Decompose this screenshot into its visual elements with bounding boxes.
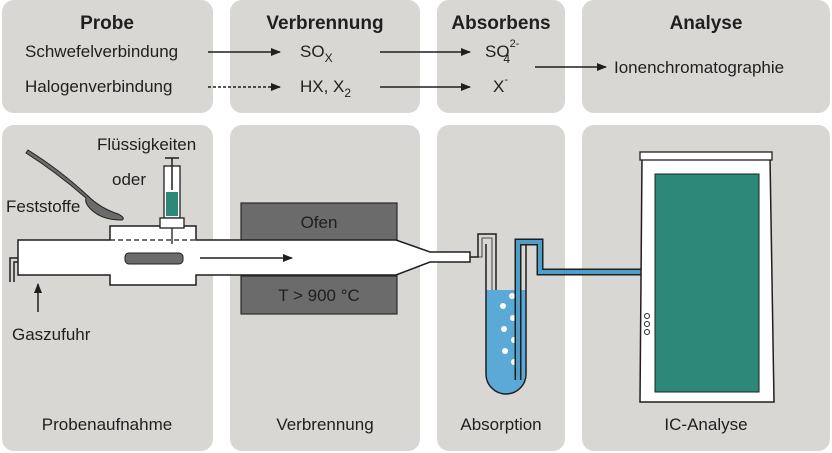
probe-schwefel: Schwefelverbindung (25, 42, 178, 61)
panel-probe (2, 0, 213, 113)
analyse-text: Ionenchromatographie (614, 58, 784, 77)
header-verbrennung: Verbrennung (266, 13, 383, 34)
syringe-liquid (166, 192, 178, 216)
header-absorbens: Absorbens (451, 13, 550, 34)
formula-sox: SOX (300, 42, 333, 65)
syringe-port (159, 217, 185, 229)
panel-absorption (437, 125, 565, 451)
panel-probenaufnahme (2, 125, 213, 451)
header-analyse: Analyse (670, 13, 743, 34)
outlet-capillary-inner (470, 237, 493, 354)
gas-inlet-pipe-inner (13, 261, 18, 282)
absorption-vessel (485, 244, 527, 395)
sample-boat (124, 252, 184, 265)
label-probenaufnahme: Probenaufnahme (42, 415, 172, 434)
spatula (25, 149, 124, 221)
ic-instrument-panel (654, 173, 760, 393)
formula-x-minus: X- (493, 74, 508, 96)
label-ic-analyse: IC-Analyse (664, 415, 747, 434)
fluessigkeiten-label: Flüssigkeiten (97, 135, 196, 154)
label-verbrennung: Verbrennung (276, 415, 373, 434)
ic-indicator-lights (644, 313, 650, 335)
oder-label: oder (112, 170, 146, 189)
formula-hx-x2: HX, X2 (300, 77, 351, 100)
probe-halogen: Halogenverbindung (25, 77, 172, 96)
gaszufuhr-label: Gaszufuhr (12, 325, 91, 344)
formula-so4: SO2-4 (485, 38, 520, 66)
ofen-box-bottom (240, 275, 398, 315)
ofen-label: Ofen (301, 213, 338, 232)
header-probe: Probe (80, 13, 134, 34)
gas-inlet-pipe (9, 257, 18, 282)
panel-analyse (582, 0, 830, 113)
ic-instrument-top (639, 151, 773, 161)
transfer-line-inner (516, 240, 642, 380)
label-absorption: Absorption (460, 415, 541, 434)
feststoffe-label: Feststoffe (6, 197, 80, 216)
temperature-label: T > 900 °C (278, 286, 360, 305)
